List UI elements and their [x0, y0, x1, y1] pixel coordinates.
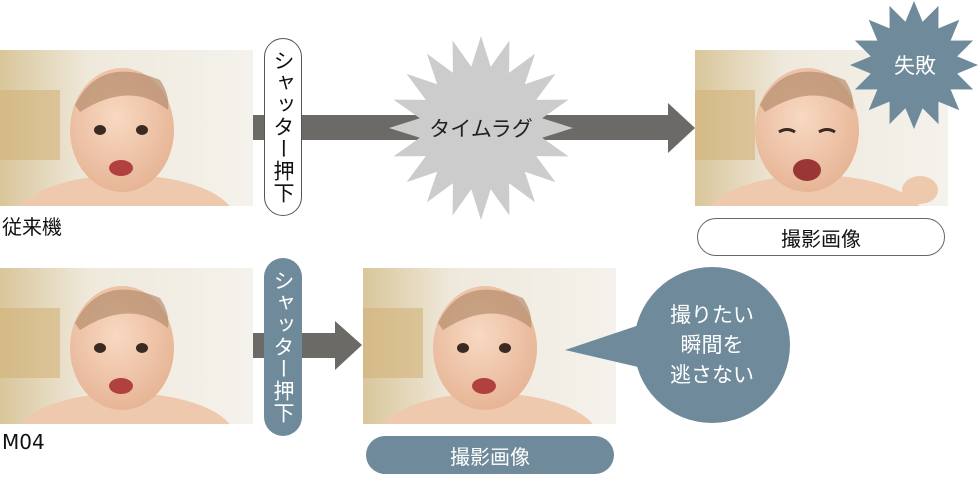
captured-image-label-conventional: 撮影画像	[697, 218, 945, 256]
bubble-line: 瞬間を	[680, 333, 744, 357]
fail-label: 失敗	[894, 54, 936, 78]
time-lag-label: タイムラグ	[429, 117, 533, 141]
time-lag-burst	[389, 36, 573, 220]
row-label-m04: M04	[2, 430, 45, 454]
captured-image-label-m04: 撮影画像	[366, 436, 614, 474]
bubble-text: 撮りたい 瞬間を 逃さない	[650, 300, 774, 390]
bubble-line: 撮りたい	[670, 303, 754, 327]
bubble-line: 逃さない	[670, 363, 754, 387]
fail-burst	[850, 1, 978, 129]
shutter-press-label-conventional: シャッター押下	[264, 38, 302, 216]
row-label-conventional: 従来機	[2, 215, 62, 239]
shutter-press-label-m04: シャッター押下	[264, 258, 302, 436]
speech-bubble	[565, 267, 790, 423]
